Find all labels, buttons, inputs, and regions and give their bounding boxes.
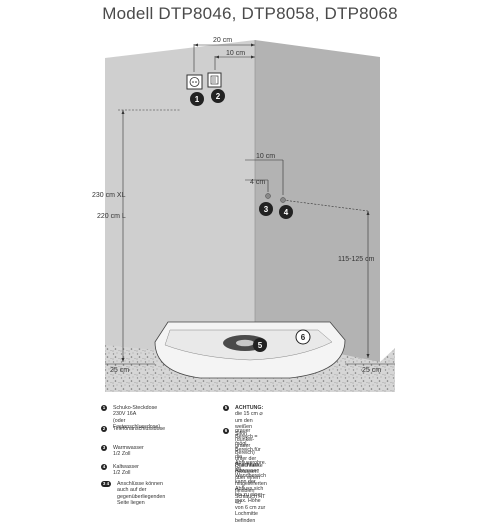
svg-text:5: 5 <box>258 341 263 350</box>
marker-5: 5 <box>253 338 267 352</box>
dim-4cm: 4 cm <box>250 179 265 186</box>
dim-20cm: 20 cm <box>213 37 232 44</box>
legend-item-3: 3 Warmwasser 1/2 Zoll <box>101 445 144 458</box>
svg-text:2: 2 <box>216 92 221 101</box>
marker-6: 6 <box>295 329 311 345</box>
warm-water-pipe <box>265 193 271 199</box>
svg-text:4: 4 <box>284 208 289 217</box>
legend-item-5: 5 ACHTUNG: die 15 cm ⌀ um den weißen Sif… <box>223 405 264 476</box>
socket-box <box>186 74 203 90</box>
legend-item-2: 2 Telefonanschlussdose <box>101 426 166 432</box>
dim-height-xl: 230 cm XL <box>92 192 126 199</box>
legend-item-34: 3 4 Anschlüsse können auch auf der gegen… <box>101 481 166 507</box>
cold-water-pipe <box>280 197 286 203</box>
right-wall <box>255 40 380 362</box>
svg-text:1: 1 <box>195 95 200 104</box>
legend-item-1: 1 Schuko-Steckdose 230V 16A (oder Festan… <box>101 405 161 431</box>
dim-10cm-mid: 10 cm <box>256 153 275 160</box>
left-wall <box>105 40 255 362</box>
marker-3: 3 <box>259 202 273 216</box>
marker-1: 1 <box>190 92 204 106</box>
legend-item-4: 4 Kaltwasser 1/2 Zoll <box>101 464 139 477</box>
dim-bottom-right: 25 cm <box>362 367 381 374</box>
svg-text:3: 3 <box>264 205 269 214</box>
dim-10cm-top: 10 cm <box>226 50 245 57</box>
legend-item-drain: Anschluss Abwasser über einen mitgeliefe… <box>235 462 267 507</box>
shower-diagram: 20 cm 10 cm 10 cm 4 cm 230 cm XL 220 cm … <box>92 37 395 392</box>
marker-4: 4 <box>279 205 293 219</box>
phone-box <box>207 72 222 88</box>
svg-text:6: 6 <box>301 333 306 342</box>
dim-bottom-left: 25 cm <box>110 367 129 374</box>
dim-right-height: 115-125 cm <box>338 256 375 263</box>
page-title: Modell DTP8046, DTP8058, DTP8068 <box>102 4 398 23</box>
dim-height-l: 220 cm L <box>97 213 126 220</box>
marker-2: 2 <box>211 89 225 103</box>
